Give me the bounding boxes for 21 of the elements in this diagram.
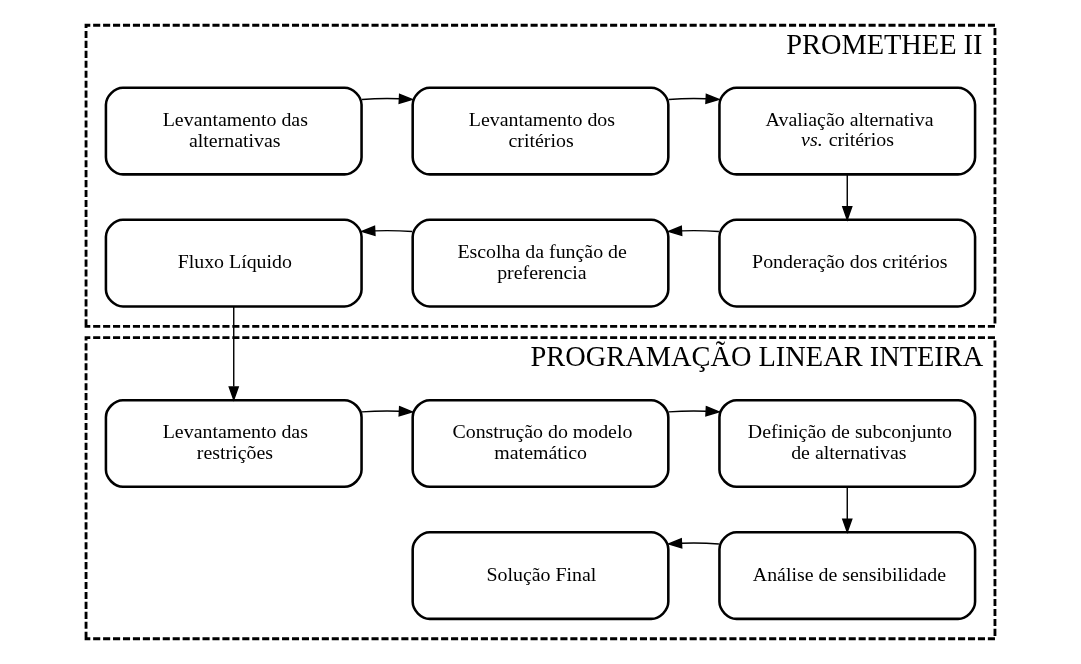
node-box: Fluxo Líquido — [104, 218, 363, 308]
node-box: Análise de sensibilidade — [718, 530, 977, 621]
arrow — [361, 93, 415, 105]
arrow — [666, 537, 720, 549]
arrow — [841, 173, 853, 222]
node-box: Levantamento dos critérios — [411, 86, 670, 176]
arrow — [666, 225, 720, 237]
arrow — [841, 486, 853, 535]
arrow — [228, 305, 240, 402]
arrow — [359, 225, 413, 237]
node-box: Definição de subconjunto de alternativas — [718, 398, 977, 489]
node-box: Ponderação dos critérios — [718, 218, 977, 308]
node-box: Solução Final — [411, 530, 670, 621]
node-box: Avaliação alternativa vs. critérios — [718, 86, 977, 176]
arrow — [668, 93, 722, 105]
node-box: Construção do modelo matemático — [411, 398, 670, 489]
arrow — [361, 405, 415, 417]
arrow — [668, 405, 722, 417]
node-box: Levantamento das alternativas — [104, 86, 363, 176]
node-box: Levantamento das restrições — [104, 398, 363, 489]
node-box: Escolha da função de preferencia — [411, 218, 670, 308]
